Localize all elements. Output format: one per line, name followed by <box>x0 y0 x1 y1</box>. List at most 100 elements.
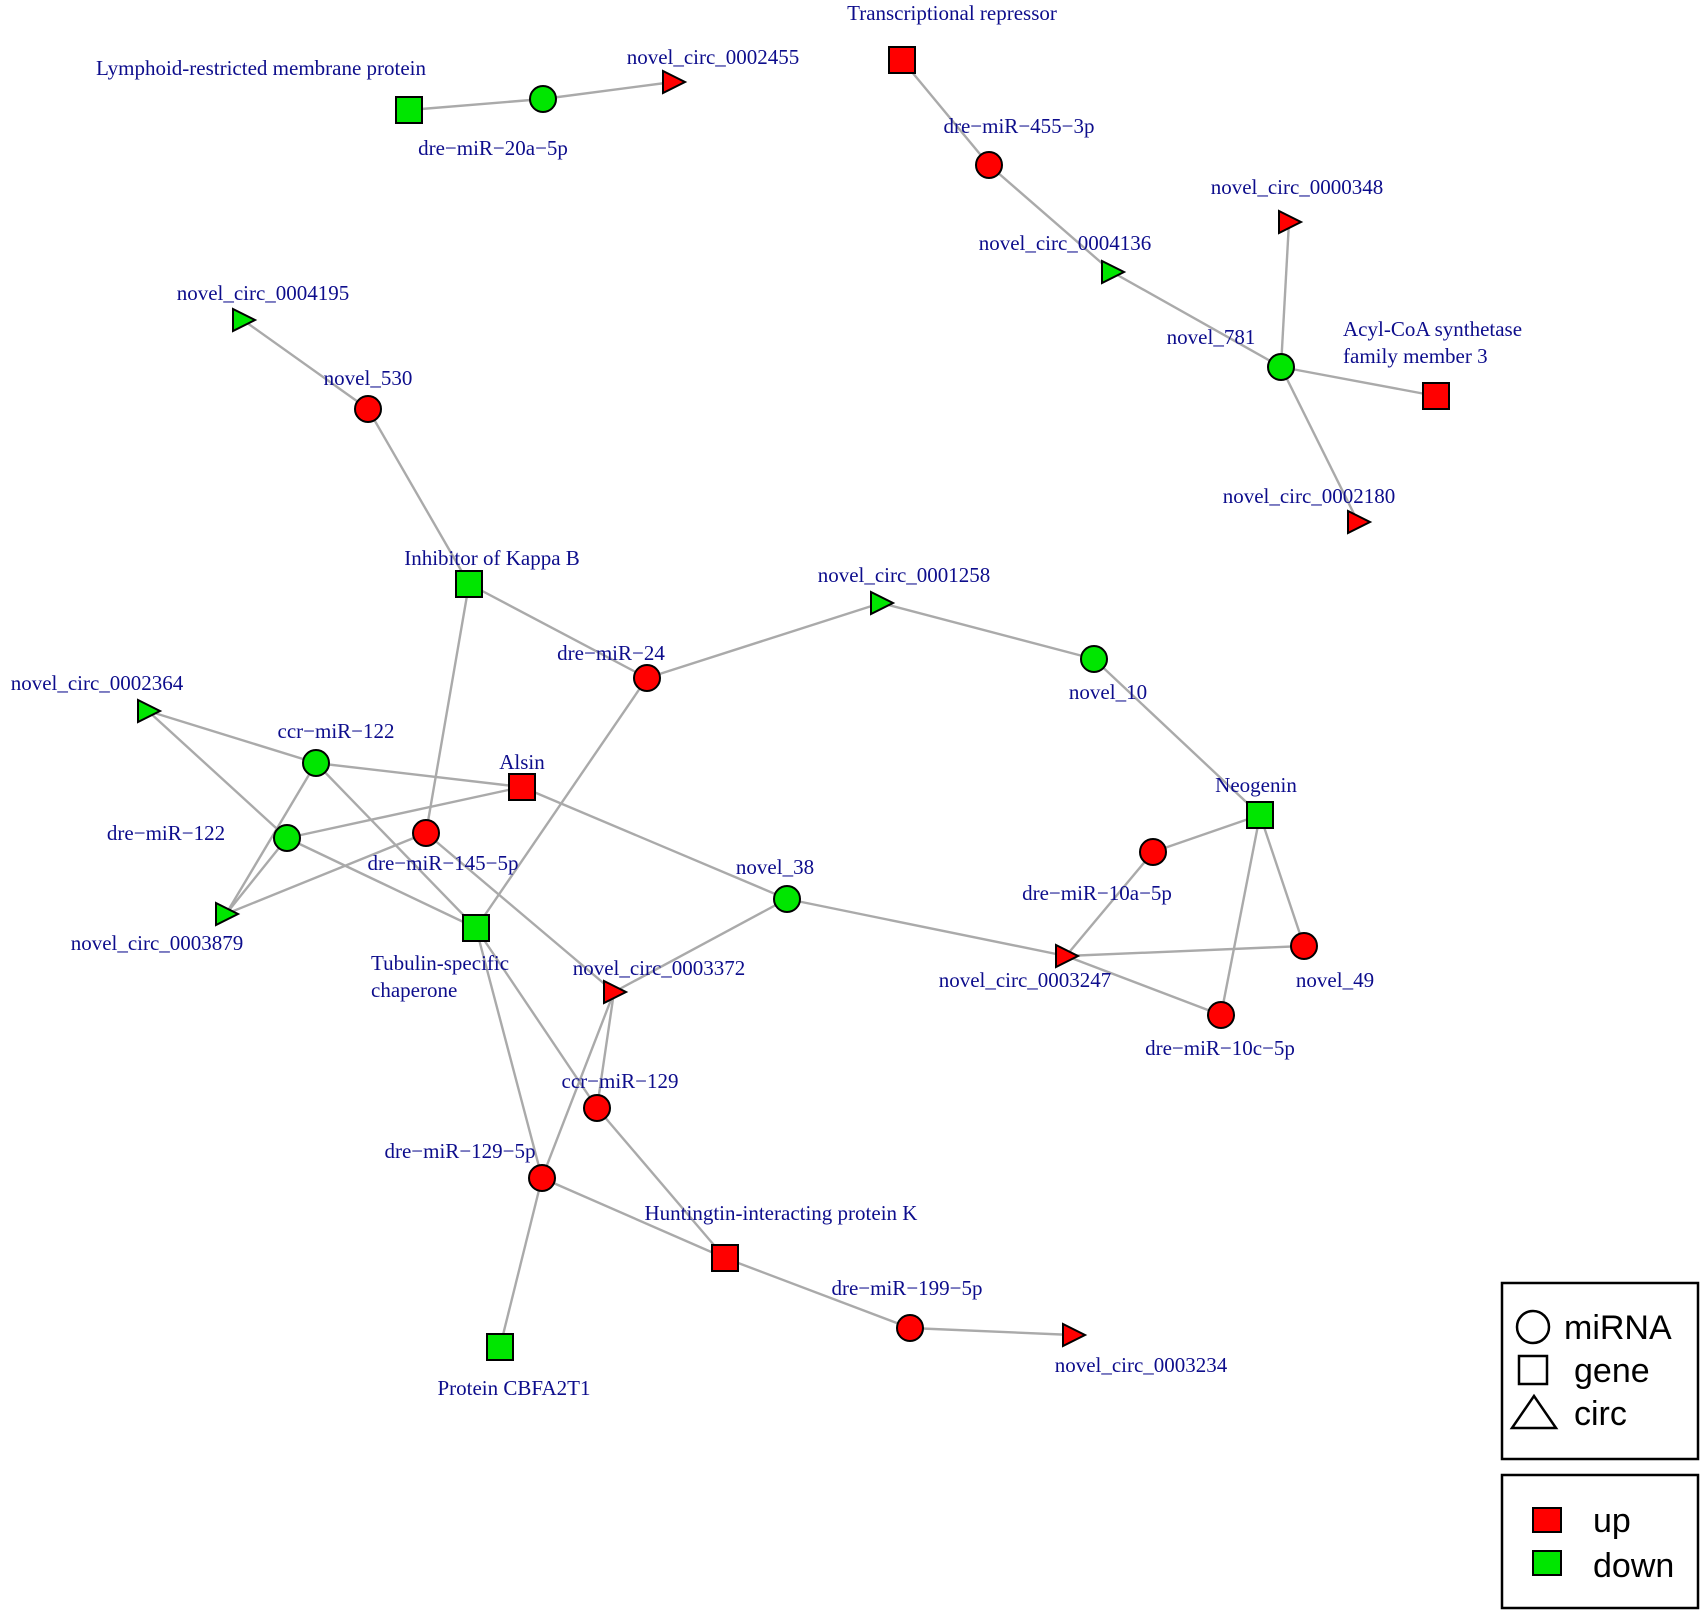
node-label-n49: novel_49 <box>1296 968 1374 992</box>
edge-miR20a-c2455 <box>542 80 674 101</box>
edge-c3247-n49 <box>1065 944 1305 958</box>
edge-ccr129-hipk <box>596 1107 726 1259</box>
edge-miR145-c3372 <box>425 832 615 993</box>
node-label-c2364: novel_circ_0002364 <box>11 671 184 695</box>
node-label-c4136: novel_circ_0004136 <box>979 231 1152 255</box>
edge-dre122-alsin <box>286 785 523 840</box>
node-acsf3 <box>1422 382 1450 410</box>
node-c2364 <box>137 698 163 724</box>
node-c4195 <box>232 307 258 333</box>
edge-n781-c0348 <box>1279 221 1291 368</box>
node-c3372 <box>603 979 629 1005</box>
node-miR145 <box>412 819 440 847</box>
node-c1258 <box>870 590 896 616</box>
edge-miR199-c3234 <box>909 1326 1074 1337</box>
legend-node-type: miRNA gene circ <box>1500 1281 1700 1461</box>
node-transrep <box>888 46 916 74</box>
edge-ccr122-alsin <box>315 761 523 789</box>
edge-n781-c2180 <box>1279 366 1360 523</box>
legend-down-swatch <box>1532 1550 1562 1576</box>
node-c3247 <box>1055 943 1081 969</box>
node-tubulin <box>462 914 490 942</box>
node-label-c1258: novel_circ_0001258 <box>818 563 991 587</box>
node-label-miR10a: dre−miR−10a−5p <box>1022 881 1172 905</box>
edge-ikb-miR24 <box>468 582 648 680</box>
node-label-ccr122: ccr−miR−122 <box>278 719 395 743</box>
node-label-miR10c: dre−miR−10c−5p <box>1145 1036 1295 1060</box>
node-label-n530: novel_530 <box>324 366 413 390</box>
node-label-miR20a: dre−miR−20a−5p <box>418 136 568 160</box>
edge-miR129-cbfa2t1 <box>498 1177 544 1348</box>
node-label-lrmp: Lymphoid-restricted membrane protein <box>96 56 427 80</box>
edge-c3247-miR10c <box>1065 954 1222 1017</box>
edge-c4136-n781 <box>1111 270 1282 369</box>
node-miR10c <box>1207 1001 1235 1029</box>
edge-n530-ikb <box>366 408 471 585</box>
node-n530 <box>354 395 382 423</box>
legend-label-down: down <box>1593 1547 1674 1585</box>
legend-regulation-box <box>1500 1473 1700 1610</box>
edge-miR10a-c3247 <box>1065 851 1154 957</box>
edge-c3372-ccr129 <box>595 991 616 1109</box>
node-c2180 <box>1347 509 1373 535</box>
node-ikb <box>455 570 483 598</box>
edge-lrmp-miR20a <box>408 97 544 112</box>
node-c4136 <box>1101 259 1127 285</box>
legend-label-mirna: miRNA <box>1564 1309 1672 1347</box>
node-neogenin <box>1246 801 1274 829</box>
edge-alsin-n38 <box>521 785 788 901</box>
node-label-tubulin-1: chaperone <box>371 978 457 1002</box>
node-n49 <box>1290 932 1318 960</box>
node-label-n38: novel_38 <box>736 855 814 879</box>
node-label-c2180: novel_circ_0002180 <box>1223 484 1396 508</box>
node-label-dre122: dre−miR−122 <box>107 821 225 845</box>
legend-regulation: up down <box>1500 1473 1700 1610</box>
node-miR455 <box>975 151 1003 179</box>
node-label-cbfa2t1: Protein CBFA2T1 <box>437 1376 590 1400</box>
edge-c2364-ccr122 <box>147 709 317 765</box>
node-dre122 <box>273 824 301 852</box>
node-label-n10: novel_10 <box>1069 680 1147 704</box>
node-label-c0348: novel_circ_0000348 <box>1211 175 1384 199</box>
node-c2455 <box>662 69 688 95</box>
node-c3234 <box>1062 1322 1088 1348</box>
legend-square-icon <box>1517 1354 1549 1386</box>
legend-triangle-icon <box>1509 1393 1559 1430</box>
node-label-ccr129: ccr−miR−129 <box>562 1069 679 1093</box>
node-label-acsf3-1: family member 3 <box>1343 344 1488 368</box>
node-miR24 <box>633 664 661 692</box>
node-label-miR145: dre−miR−145−5p <box>367 851 518 875</box>
node-ccr129 <box>583 1094 611 1122</box>
node-miR129 <box>528 1164 556 1192</box>
edge-neogenin-miR10a <box>1152 813 1261 854</box>
node-miR199 <box>896 1314 924 1342</box>
node-cbfa2t1 <box>486 1333 514 1361</box>
edge-n38-c3247 <box>786 897 1067 958</box>
edge-miR24-c1258 <box>646 601 882 680</box>
node-label-c3234: novel_circ_0003234 <box>1055 1353 1228 1377</box>
legend-label-circ: circ <box>1574 1395 1627 1433</box>
edge-neogenin-miR10c <box>1219 814 1262 1016</box>
node-miR20a <box>529 85 557 113</box>
node-hipk <box>711 1244 739 1272</box>
node-label-c2455: novel_circ_0002455 <box>627 45 800 69</box>
edge-tubulin-ccr129 <box>475 927 598 1109</box>
edge-neogenin-n49 <box>1258 814 1306 947</box>
edge-ccr122-c3879 <box>224 762 318 915</box>
edge-transrep-miR455 <box>901 59 990 166</box>
node-label-miR24: dre−miR−24 <box>557 641 665 665</box>
node-alsin <box>508 773 536 801</box>
node-label-ikb: Inhibitor of Kappa B <box>404 546 580 570</box>
node-label-c3879: novel_circ_0003879 <box>71 931 244 955</box>
legend-label-gene: gene <box>1574 1352 1650 1390</box>
legend-label-up: up <box>1593 1502 1631 1540</box>
edge-c1258-n10 <box>880 601 1095 661</box>
edge-miR455-c4136 <box>988 164 1113 273</box>
edge-n10-neogenin <box>1093 658 1261 816</box>
edge-n781-acsf3 <box>1280 365 1437 398</box>
node-n38 <box>773 885 801 913</box>
node-label-transrep: Transcriptional repressor <box>847 1 1057 25</box>
legend-up-swatch <box>1532 1507 1562 1533</box>
node-lrmp <box>395 96 423 124</box>
